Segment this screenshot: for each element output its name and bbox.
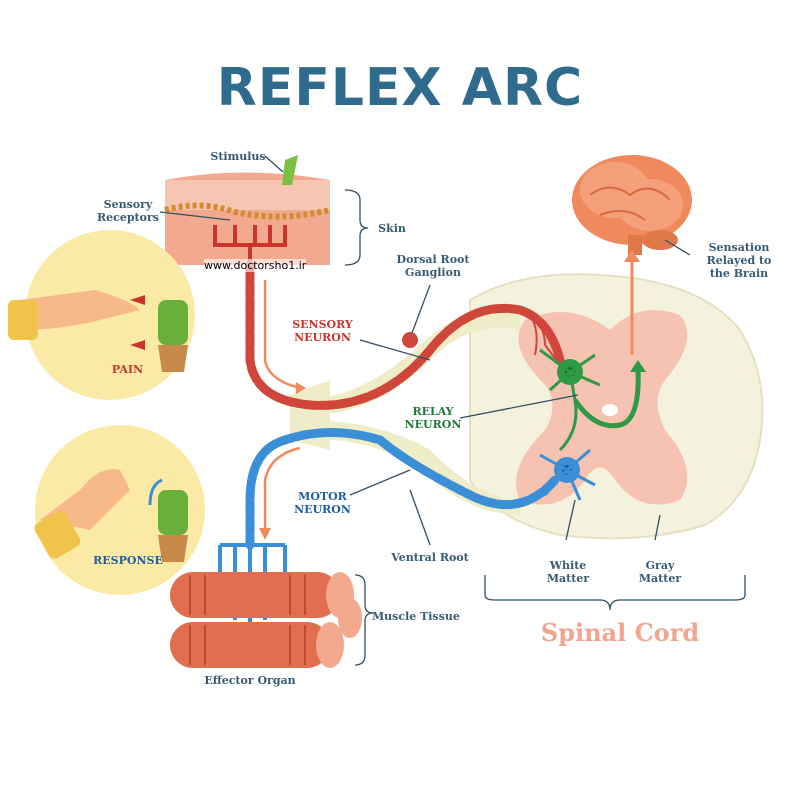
label-pain: PAIN (111, 363, 144, 376)
label-relay-neuron: RELAY NEURON (404, 405, 462, 431)
label-response: RESPONSE (93, 554, 163, 567)
brain-icon (572, 155, 692, 255)
label-ventral-root: Ventral Root (391, 551, 469, 564)
dorsal-root-ganglion-icon (402, 332, 418, 348)
watermark: www.doctorsho1.ir (204, 259, 307, 272)
label-dorsal-root-ganglion: Dorsal Root Ganglion (396, 253, 470, 279)
response-scene (34, 425, 205, 595)
direction-arrows (263, 280, 301, 530)
muscle-tissue-icon (170, 572, 362, 668)
label-sensory-neuron: SENSORY NEURON (292, 318, 353, 344)
ascending-signal-arrow (624, 250, 640, 355)
label-motor-neuron: MOTOR NEURON (294, 490, 351, 516)
label-sensation-relayed: Sensation Relayed to the Brain (706, 241, 772, 280)
label-skin: Skin (378, 222, 406, 235)
skin-block (164, 155, 331, 265)
label-sensory-receptors: Sensory Receptors (97, 198, 159, 224)
motor-neuron-icon (539, 448, 596, 501)
relay-neuron-icon (539, 348, 646, 452)
page-title: REFLEX ARC (216, 58, 584, 118)
label-stimulus: Stimulus (210, 150, 266, 163)
label-gray-matter: Gray Matter (638, 559, 682, 585)
leader-lines (159, 155, 746, 666)
pain-scene (8, 230, 195, 400)
label-white-matter: White Matter (546, 559, 590, 585)
label-muscle-tissue: Muscle Tissue (372, 610, 460, 623)
motor-neuron-path (245, 428, 560, 550)
label-spinal-cord: Spinal Cord (540, 618, 700, 647)
label-effector-organ: Effector Organ (204, 674, 296, 687)
